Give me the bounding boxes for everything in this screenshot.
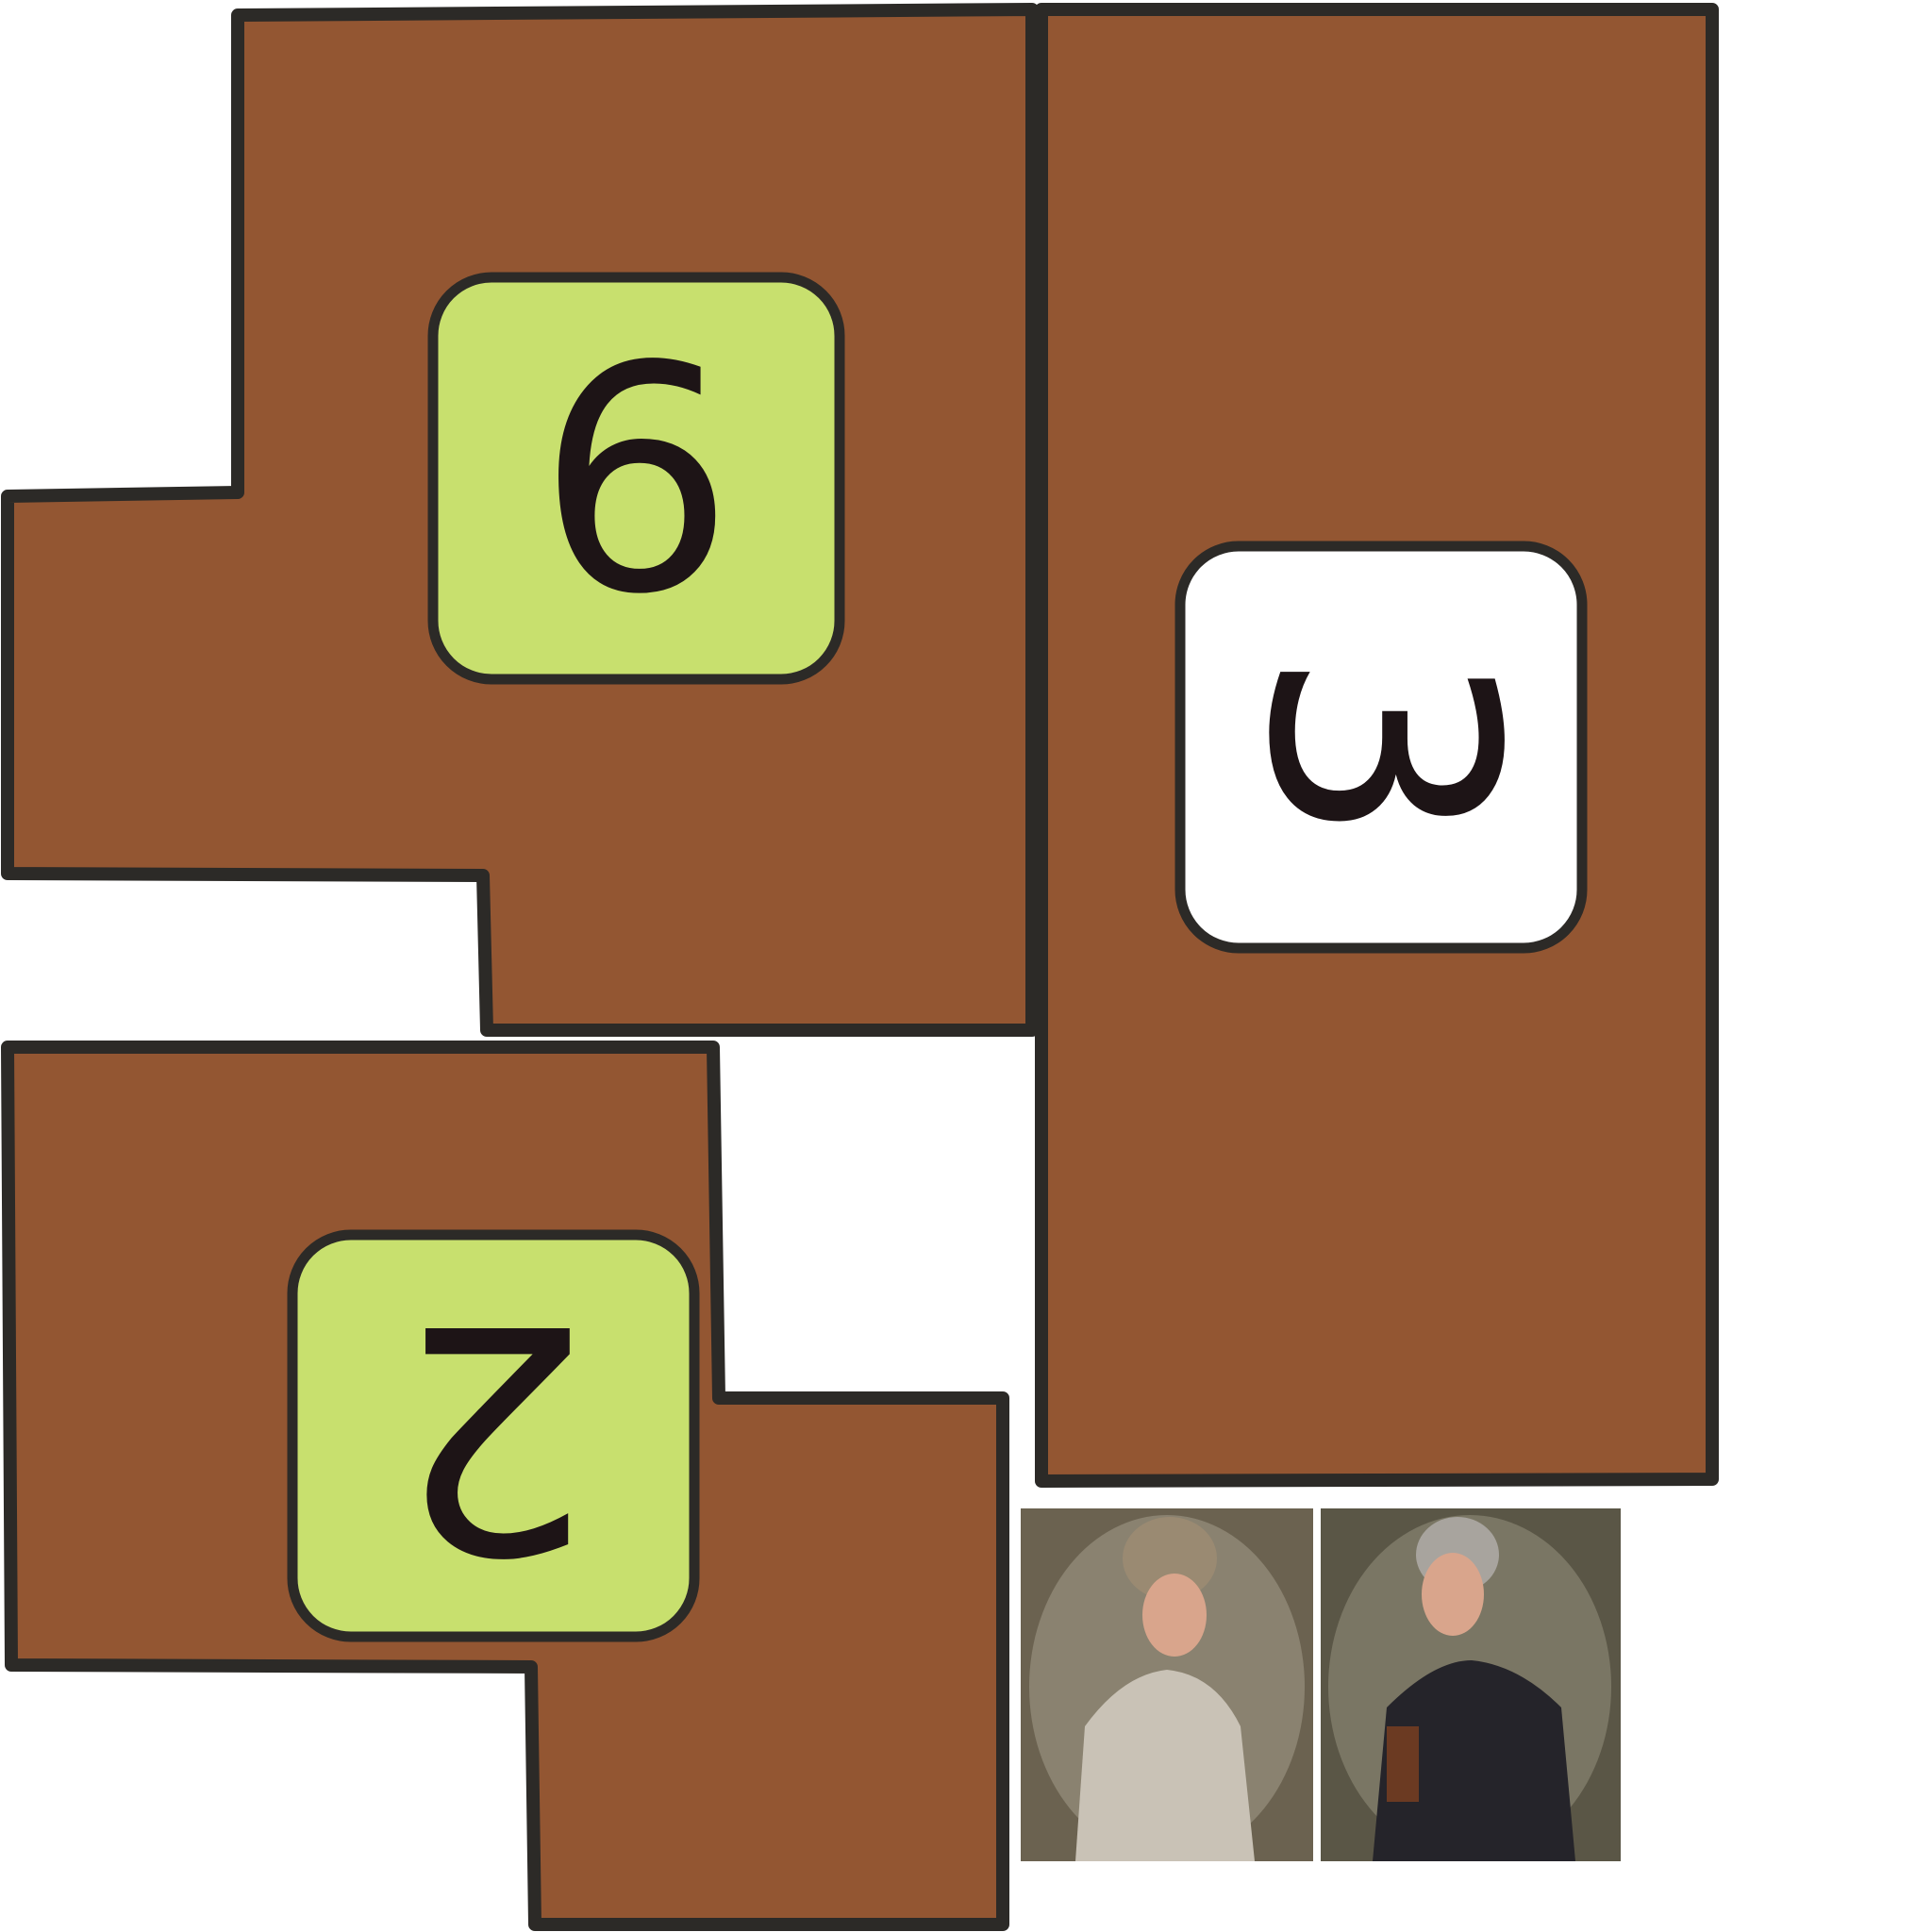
tile-two[interactable]: 2 xyxy=(287,1229,700,1642)
portrait-woman-dress xyxy=(1075,1670,1255,1861)
tile-six[interactable]: 6 xyxy=(427,272,845,685)
portrait-woman-hair xyxy=(1123,1517,1217,1600)
tile-two-number: 2 xyxy=(394,1255,592,1617)
portrait-man-coat xyxy=(1373,1660,1575,1861)
portrait-woman-face xyxy=(1142,1574,1207,1657)
piece-six[interactable]: 6 xyxy=(1,3,1039,1037)
tile-three-number: 3 xyxy=(1200,648,1562,846)
portrait-man-book xyxy=(1387,1726,1419,1802)
tile-two-face[interactable] xyxy=(287,1229,700,1642)
tile-six-face[interactable] xyxy=(427,272,845,685)
piece-two[interactable]: 2 xyxy=(1,1041,1009,1931)
tile-three[interactable]: 3 xyxy=(1174,541,1588,954)
tile-three-face[interactable] xyxy=(1174,541,1588,954)
portrait-woman xyxy=(1021,1508,1313,1861)
tile-six-number: 6 xyxy=(537,300,735,662)
portrait-man xyxy=(1321,1508,1621,1861)
portrait-man-face xyxy=(1422,1553,1484,1636)
piece-three[interactable]: 3 xyxy=(1035,3,1719,1488)
